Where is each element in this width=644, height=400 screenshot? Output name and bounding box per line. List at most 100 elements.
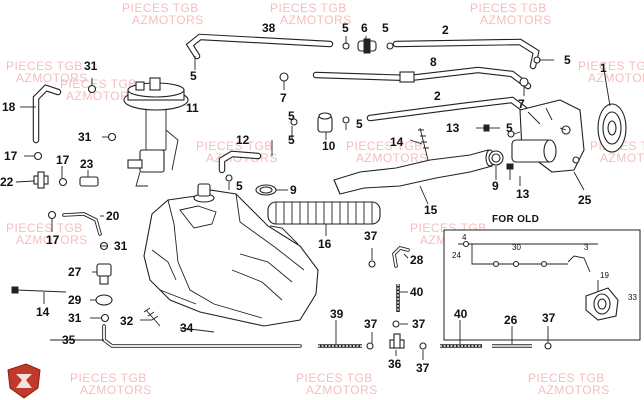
callout-2: 2 bbox=[434, 89, 441, 103]
callout-1: 1 bbox=[600, 61, 607, 75]
callout-27: 27 bbox=[68, 265, 82, 279]
watermark-text: AZMOTORS bbox=[16, 71, 88, 85]
callout-5: 5 bbox=[356, 117, 363, 131]
callout-37: 37 bbox=[364, 229, 378, 243]
bottom-hoses bbox=[318, 260, 552, 350]
watermark-text: AZMOTORS bbox=[80, 383, 152, 397]
callout-17: 17 bbox=[56, 153, 70, 167]
connector-10 bbox=[317, 112, 333, 133]
callout-6: 6 bbox=[361, 21, 368, 35]
watermark-text: AZMOTORS bbox=[538, 383, 610, 397]
callout-23: 23 bbox=[80, 157, 94, 171]
t-joint-36 bbox=[389, 333, 405, 349]
corrugated-hose-16 bbox=[267, 201, 381, 225]
brand-shield-icon bbox=[7, 363, 41, 399]
callout-5: 5 bbox=[342, 21, 349, 35]
callout-40: 40 bbox=[410, 285, 424, 299]
callout-17: 17 bbox=[4, 149, 18, 163]
ring-31 bbox=[100, 313, 110, 323]
watermark-text: AZMOTORS bbox=[280, 13, 352, 27]
watermark-text: AZMOTORS bbox=[66, 89, 138, 103]
callout-5: 5 bbox=[382, 21, 389, 35]
callout-18: 18 bbox=[2, 100, 16, 114]
callout-5: 5 bbox=[288, 109, 295, 123]
callout-31: 31 bbox=[84, 59, 98, 73]
watermark-text: AZMOTORS bbox=[16, 233, 88, 247]
ring-31 bbox=[87, 84, 97, 94]
watermark-text: PIECES TGB bbox=[470, 1, 547, 15]
callout-35: 35 bbox=[62, 333, 76, 347]
ring-37 bbox=[419, 342, 427, 350]
watermark-text: PIECES TGB bbox=[346, 139, 423, 153]
watermark-text: PIECES TGB bbox=[196, 139, 273, 153]
bolt-14 bbox=[418, 127, 429, 161]
callout-37: 37 bbox=[416, 361, 430, 375]
watermark-text: PIECES TGB bbox=[70, 371, 147, 385]
callout-9: 9 bbox=[290, 183, 297, 197]
callout-5: 5 bbox=[288, 133, 295, 147]
watermark-text: AZMOTORS bbox=[588, 71, 644, 85]
callout-11: 11 bbox=[186, 101, 199, 115]
hose-20 bbox=[62, 212, 102, 236]
callout-13: 13 bbox=[446, 121, 460, 135]
callout-labels: 38 5 6 5 2 5 5 8 1 31 7 7 2 18 11 5 5 13… bbox=[0, 21, 637, 375]
callout-37: 37 bbox=[364, 317, 378, 331]
watermark-text: AZMOTORS bbox=[132, 13, 204, 27]
watermark-text: PIECES TGB bbox=[578, 59, 644, 73]
fuel-pump-11 bbox=[123, 77, 189, 187]
callout-10: 10 bbox=[322, 139, 336, 153]
callout-5: 5 bbox=[564, 53, 571, 67]
fuel-tank bbox=[143, 183, 319, 327]
hose-clip-8 bbox=[399, 71, 415, 83]
callout-2: 2 bbox=[442, 23, 449, 37]
ring-17 bbox=[33, 151, 43, 161]
watermark-text: AZMOTORS bbox=[306, 383, 378, 397]
t-joint-22 bbox=[33, 171, 49, 189]
watermark-text: PIECES TGB bbox=[296, 371, 373, 385]
grommet-29 bbox=[95, 294, 113, 306]
ring-37 bbox=[392, 320, 400, 328]
watermark-text: PIECES TGB bbox=[528, 371, 605, 385]
callout-26: 26 bbox=[504, 313, 518, 327]
callout-5: 5 bbox=[190, 69, 197, 83]
callout-9: 9 bbox=[492, 179, 499, 193]
hose-28 bbox=[392, 246, 410, 268]
ring-31 bbox=[107, 132, 117, 142]
watermark-text: AZMOTORS bbox=[356, 151, 428, 165]
callout-15: 15 bbox=[424, 203, 438, 217]
callout-25: 25 bbox=[578, 193, 592, 207]
hose-35 bbox=[102, 324, 302, 348]
ring-17 bbox=[47, 210, 57, 220]
callout-4: 4 bbox=[462, 233, 467, 242]
bolt-32 bbox=[143, 307, 161, 327]
callout-32: 32 bbox=[120, 314, 134, 328]
callout-30: 30 bbox=[512, 243, 521, 252]
callout-38: 38 bbox=[262, 21, 276, 35]
ring-37 bbox=[366, 342, 374, 350]
watermark-text: AZMOTORS bbox=[480, 13, 552, 27]
callout-3: 3 bbox=[584, 243, 589, 252]
ring-37 bbox=[368, 260, 376, 268]
callout-19: 19 bbox=[600, 271, 609, 280]
sender-27 bbox=[96, 263, 112, 285]
clamp-5 bbox=[342, 116, 350, 124]
watermark-text: PIECES TGB bbox=[270, 1, 347, 15]
callout-12: 12 bbox=[236, 133, 250, 147]
fuel-cap-1 bbox=[597, 103, 627, 153]
callout-39: 39 bbox=[330, 307, 344, 321]
callout-14: 14 bbox=[390, 135, 404, 149]
callout-14: 14 bbox=[36, 305, 50, 319]
callout-40: 40 bbox=[454, 307, 468, 321]
leader-lines bbox=[15, 36, 611, 360]
watermark-text: PIECES TGB bbox=[122, 1, 199, 15]
rod-14-left bbox=[11, 286, 67, 294]
filter-23 bbox=[79, 176, 99, 187]
callout-31: 31 bbox=[68, 311, 82, 325]
callout-20: 20 bbox=[106, 209, 120, 223]
ring-37 bbox=[544, 342, 552, 350]
inset-caption: FOR OLD bbox=[492, 214, 539, 225]
callout-34: 34 bbox=[180, 321, 194, 335]
inset-for-old: FOR OLD bbox=[443, 214, 641, 341]
